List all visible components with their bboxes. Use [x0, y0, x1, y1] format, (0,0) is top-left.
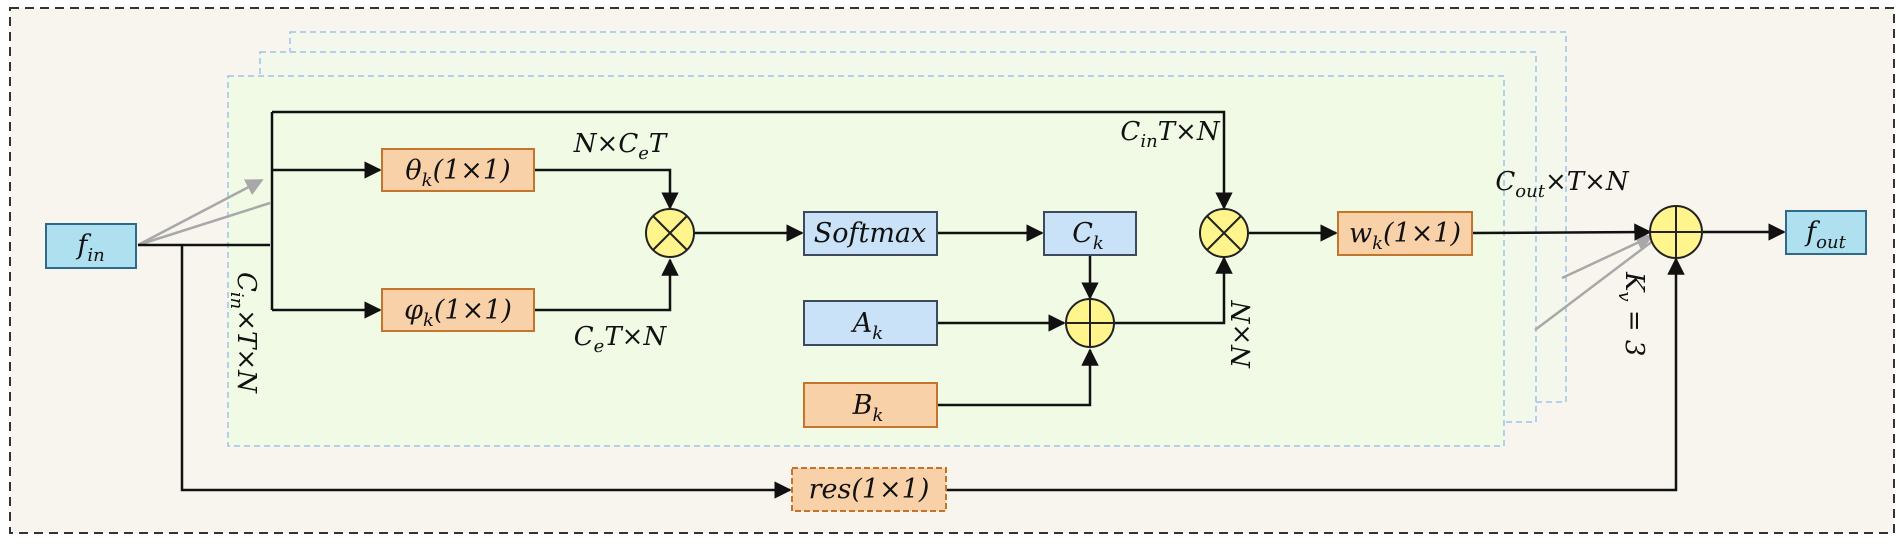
a-k-label: Ak [850, 308, 883, 344]
f-in-label: fin [75, 230, 104, 266]
f-in-node: fin [45, 223, 137, 269]
label-ce-t-n: CeT×N [574, 322, 668, 357]
add-op-1 [1065, 298, 1115, 348]
softmax-label: Softmax [814, 218, 927, 249]
theta-node: θk(1×1) [381, 148, 535, 192]
w-k-label: wk(1×1) [1349, 218, 1461, 254]
f-out-node: fout [1785, 210, 1867, 255]
w-k-node: wk(1×1) [1337, 211, 1473, 256]
multiply-op-2 [1199, 208, 1249, 258]
res-node: res(1×1) [791, 467, 947, 512]
label-cout-t-n: Cout×T×N [1495, 167, 1629, 202]
phi-label: φk(1×1) [404, 295, 512, 331]
label-cin-t-n-top: CinT×N [1120, 117, 1220, 152]
c-k-label: Ck [1072, 218, 1104, 254]
multiply-op-1 [645, 208, 695, 258]
c-k-node: Ck [1043, 211, 1137, 256]
label-kv: Kv = 3 [1614, 271, 1649, 356]
label-n-ce-t: N×CeT [573, 129, 668, 164]
b-k-label: Bk [852, 390, 884, 426]
softmax-node: Softmax [803, 211, 938, 256]
connections [138, 110, 1786, 499]
label-n-x-n: N×N [1227, 299, 1257, 369]
theta-label: θk(1×1) [405, 155, 510, 191]
b-k-node: Bk [803, 382, 938, 428]
res-label: res(1×1) [809, 474, 930, 505]
label-cin-t-n-left: Cin×T×N [226, 272, 261, 394]
f-out-label: fout [1804, 217, 1846, 253]
a-k-node: Ak [803, 300, 938, 346]
fan-lines [137, 178, 1655, 331]
phi-node: φk(1×1) [381, 288, 535, 332]
add-op-final [1649, 205, 1703, 259]
